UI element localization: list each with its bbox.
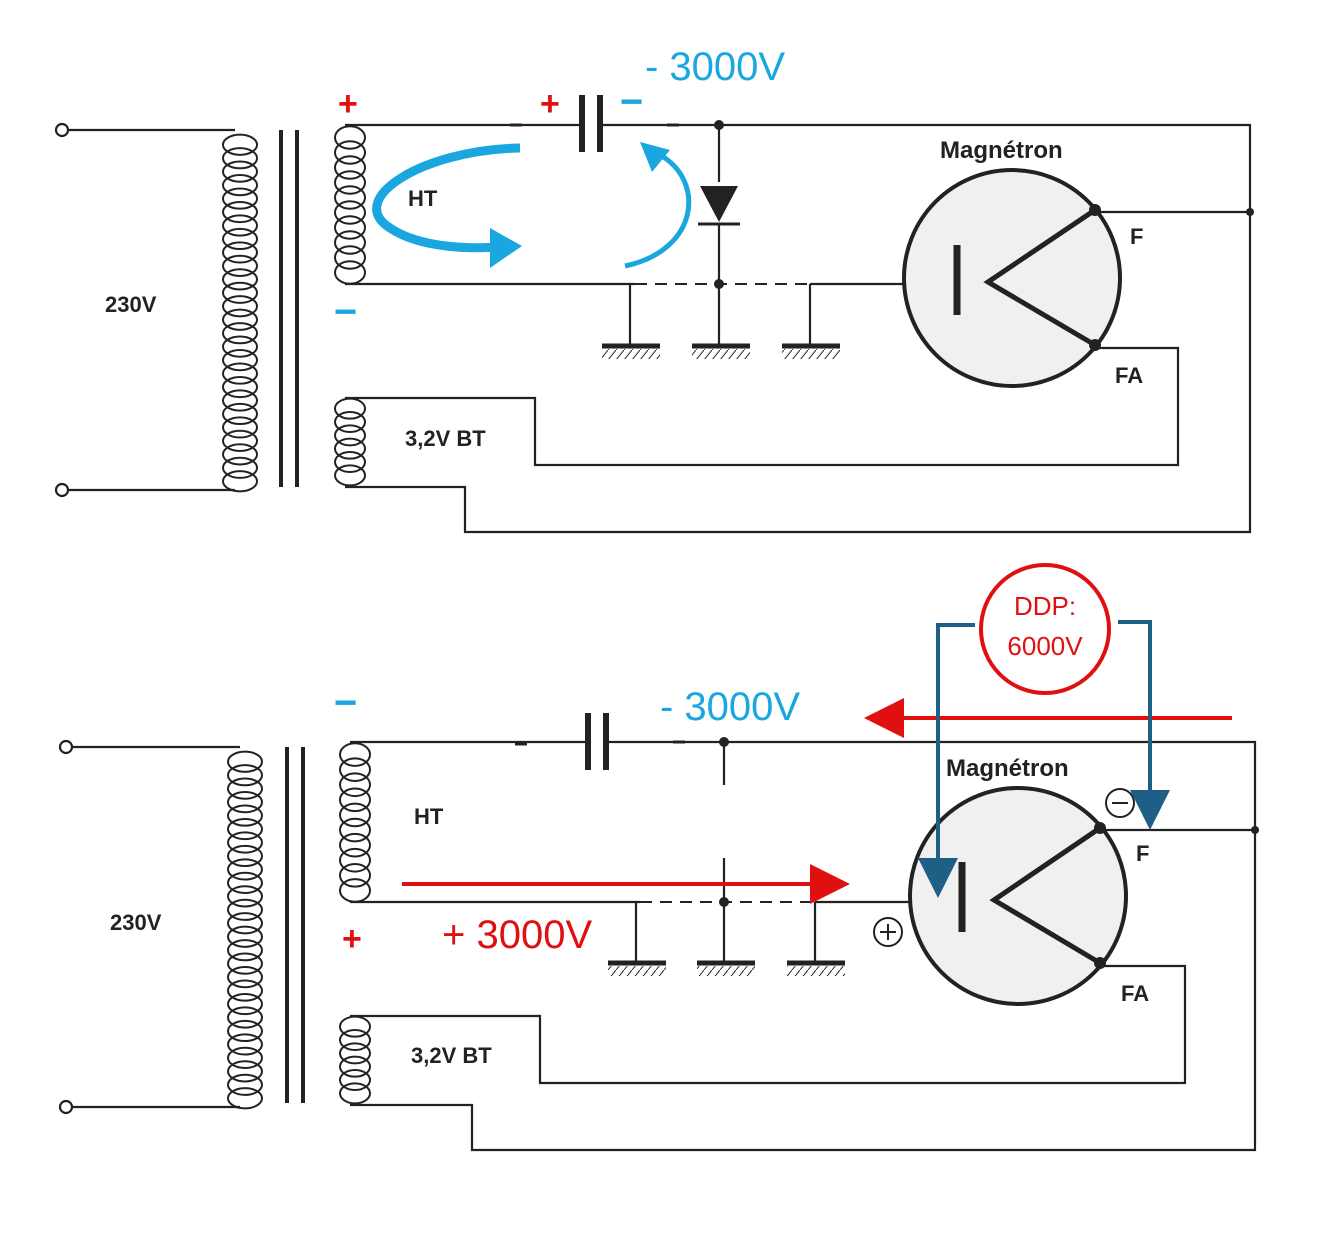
bottom-minus-circle-icon: [1105, 788, 1135, 818]
top-f-label: F: [1130, 224, 1143, 249]
bottom-ground-1: [608, 960, 666, 976]
top-terminal-upper: [54, 122, 70, 138]
top-minus-sign-capacitor: −: [620, 80, 643, 124]
top-magnetron: [902, 168, 1122, 388]
top-ground-1: [602, 343, 660, 359]
bottom-fa-label: FA: [1121, 981, 1149, 1006]
bottom-ht-coil: [339, 742, 372, 903]
bottom-ht-label: HT: [414, 804, 444, 829]
top-blue-arrow-left: [372, 143, 521, 253]
bottom-bt-coil: [339, 1015, 372, 1105]
bottom-bt-label: 3,2V BT: [411, 1043, 492, 1068]
top-voltage-label: - 3000V: [645, 45, 785, 89]
top-plus-sign-capacitor: +: [540, 85, 560, 123]
bottom-primary-label: 230V: [110, 910, 162, 935]
top-primary-coil: [222, 133, 259, 493]
bottom-ground-2: [697, 960, 755, 976]
bottom-plus-sign-coil: +: [342, 920, 362, 958]
top-minus-sign-coil: −: [334, 290, 357, 334]
top-ground-3: [782, 343, 840, 359]
top-fa-label: FA: [1115, 363, 1143, 388]
bottom-ground-3: [787, 960, 845, 976]
bottom-magnetron: [908, 786, 1128, 1006]
bottom-plus-circle-icon: [873, 917, 903, 947]
top-bt-label: 3,2V BT: [405, 426, 486, 451]
bottom-ddp-line1: DDP:: [1014, 591, 1076, 621]
top-ht-label: HT: [408, 186, 438, 211]
top-terminal-lower: [54, 482, 70, 498]
top-magnetron-label: Magnétron: [940, 137, 1063, 164]
bottom-ddp-arrow-left: [918, 623, 975, 898]
top-circuit: 230V HT 3,2V BT Magnétron F FA - 3000V +…: [54, 45, 1254, 534]
bottom-ddp-circle: [979, 563, 1111, 695]
bottom-minus-sign-coil: −: [334, 681, 357, 725]
bottom-magnetron-label: Magnétron: [946, 755, 1069, 782]
top-ht-coil: [334, 125, 367, 285]
bottom-primary-coil: [227, 750, 264, 1110]
bottom-ddp-line2: 6000V: [1007, 631, 1083, 661]
bottom-f-label: F: [1136, 841, 1149, 866]
bottom-circuit: DDP: 6000V 230V HT 3,2V BT Magnétron F F…: [58, 563, 1259, 1152]
top-blue-arrow-right: [624, 152, 692, 269]
bottom-ddp-arrow-right: [1118, 620, 1170, 830]
top-primary-label: 230V: [105, 292, 157, 317]
bottom-neg-voltage-label: - 3000V: [660, 685, 800, 729]
top-plus-sign-coil: +: [338, 85, 358, 123]
bottom-pos-voltage-label: + 3000V: [442, 913, 592, 957]
top-bt-coil: [334, 397, 367, 487]
top-ground-2: [692, 343, 750, 359]
top-diode: [700, 186, 738, 222]
